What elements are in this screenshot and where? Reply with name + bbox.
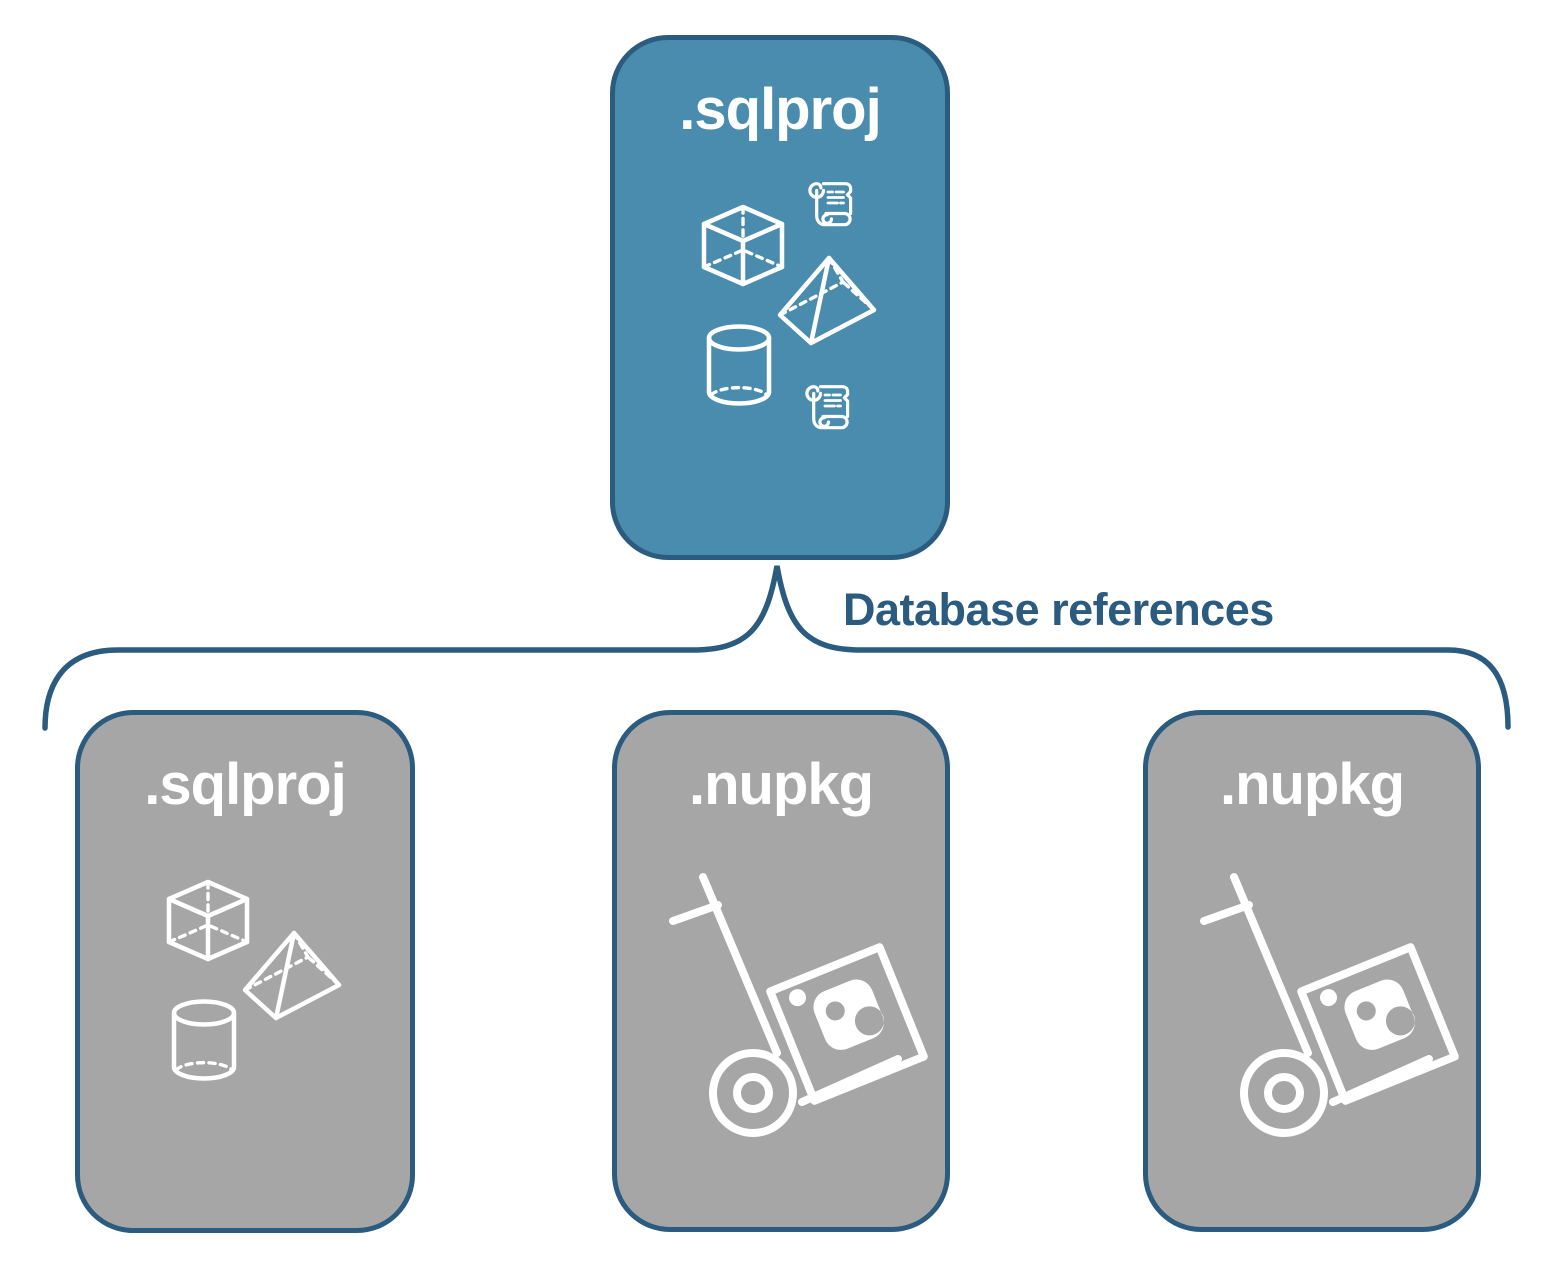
nupkg-child-box: .nupkg (612, 710, 950, 1232)
pyramid-icon (777, 254, 877, 348)
sqlproj-child-box: .sqlproj (75, 710, 415, 1233)
nupkg-child-box: .nupkg (1143, 710, 1481, 1232)
script-scroll-icon (799, 378, 859, 438)
box-title: .nupkg (688, 752, 874, 817)
box-title: .sqlproj (679, 77, 881, 142)
edge-label-database-references: Database references (843, 584, 1274, 635)
sqlproj-root-box: .sqlproj (610, 35, 950, 560)
nuget-package-dolly-icon (645, 855, 945, 1175)
box-title: .nupkg (1219, 752, 1405, 817)
nuget-package-dolly-icon (1176, 855, 1476, 1175)
database-cylinder-icon (171, 999, 237, 1081)
script-scroll-icon (802, 175, 862, 235)
database-cylinder-icon (706, 324, 772, 406)
box-title: .sqlproj (144, 752, 346, 817)
pyramid-icon (242, 929, 342, 1023)
cube-icon (701, 204, 785, 290)
cube-icon (166, 879, 250, 965)
